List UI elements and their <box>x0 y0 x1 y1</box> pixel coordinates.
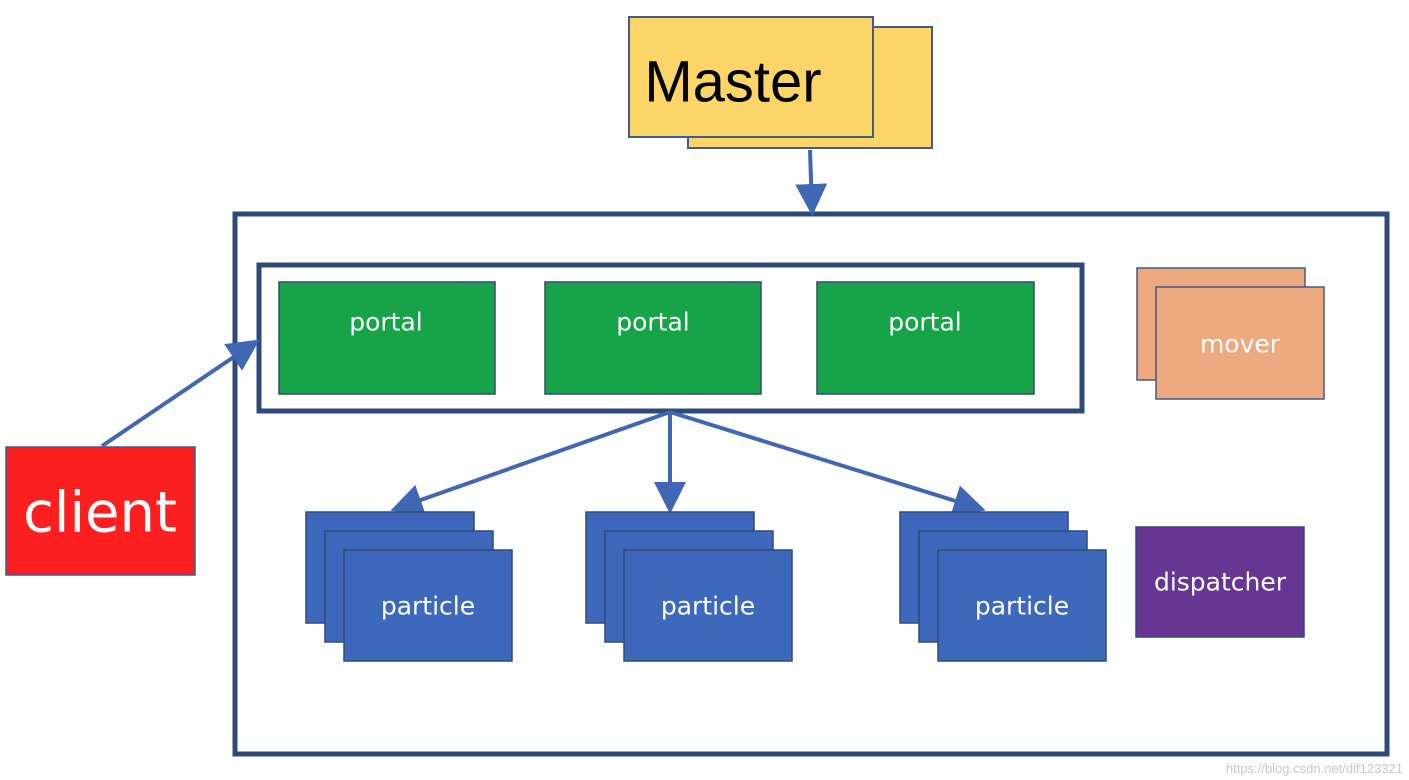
portal-label: portal <box>888 308 962 337</box>
arrow-portals-to-particle-3 <box>669 410 986 517</box>
portal-node: portal <box>544 281 762 395</box>
particle-label: particle <box>661 592 755 621</box>
dispatcher-node: dispatcher <box>1135 526 1305 638</box>
arrow-client-to-portals <box>100 339 260 448</box>
portal-label: portal <box>616 308 690 337</box>
mover-label: mover <box>1200 330 1281 359</box>
particle-label: particle <box>381 592 475 621</box>
client-node: client <box>5 446 196 576</box>
mover-node: mover <box>1136 267 1325 400</box>
client-label: client <box>23 481 177 546</box>
dispatcher-label: dispatcher <box>1154 568 1287 597</box>
portal-node: portal <box>278 281 496 395</box>
arrow-master-to-cluster <box>795 149 828 216</box>
arrow-portals-to-particle-1 <box>390 410 671 516</box>
master-label: Master <box>644 50 821 115</box>
particle-node: particle <box>899 511 1107 662</box>
particle-label: particle <box>975 592 1069 621</box>
portal-node: portal <box>816 281 1035 395</box>
portal-label: portal <box>349 308 423 337</box>
particle-node: particle <box>585 511 793 662</box>
master-node: Master <box>628 16 933 149</box>
watermark-text: https://blog.csdn.net/dlf123321 <box>1225 761 1403 776</box>
particle-node: particle <box>305 511 513 662</box>
